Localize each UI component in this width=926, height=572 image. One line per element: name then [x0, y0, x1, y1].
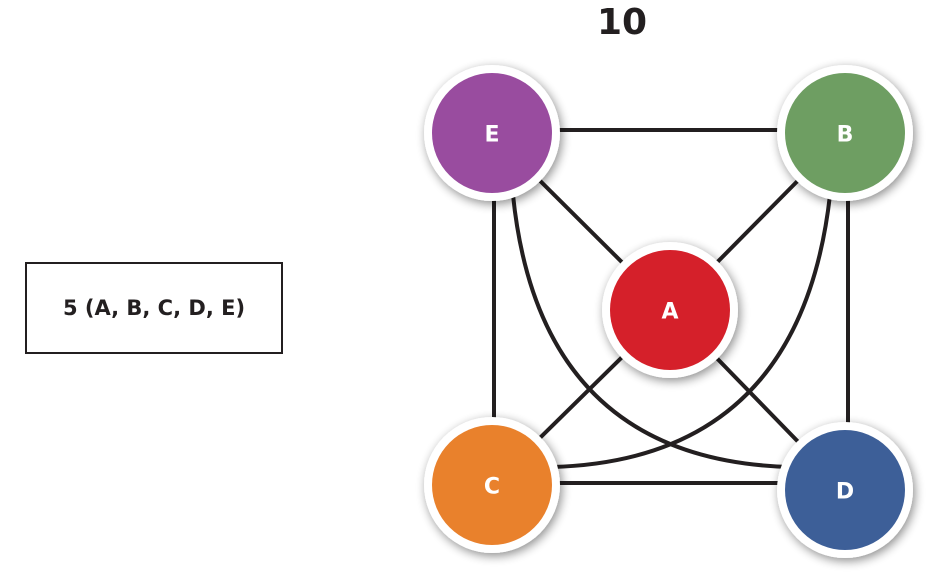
edge-B-C [551, 194, 832, 469]
node-label: A [661, 300, 678, 325]
edge-E-D [511, 194, 791, 469]
node-fill [432, 73, 552, 193]
node-C: C [424, 417, 560, 553]
node-E: E [424, 65, 560, 201]
node-label: B [837, 123, 854, 148]
node-count-box: 5 (A, B, C, D, E) [25, 262, 283, 354]
node-A: A [602, 242, 738, 378]
node-label: C [484, 475, 500, 500]
edge-count-title: 10 [596, 2, 648, 43]
node-fill [610, 250, 730, 370]
node-label: E [484, 123, 499, 148]
node-label: D [836, 480, 854, 505]
node-fill [785, 73, 905, 193]
node-B: B [777, 65, 913, 201]
node-D: D [777, 422, 913, 558]
node-count-label: 5 (A, B, C, D, E) [62, 296, 246, 320]
node-fill [785, 430, 905, 550]
node-fill [432, 425, 552, 545]
